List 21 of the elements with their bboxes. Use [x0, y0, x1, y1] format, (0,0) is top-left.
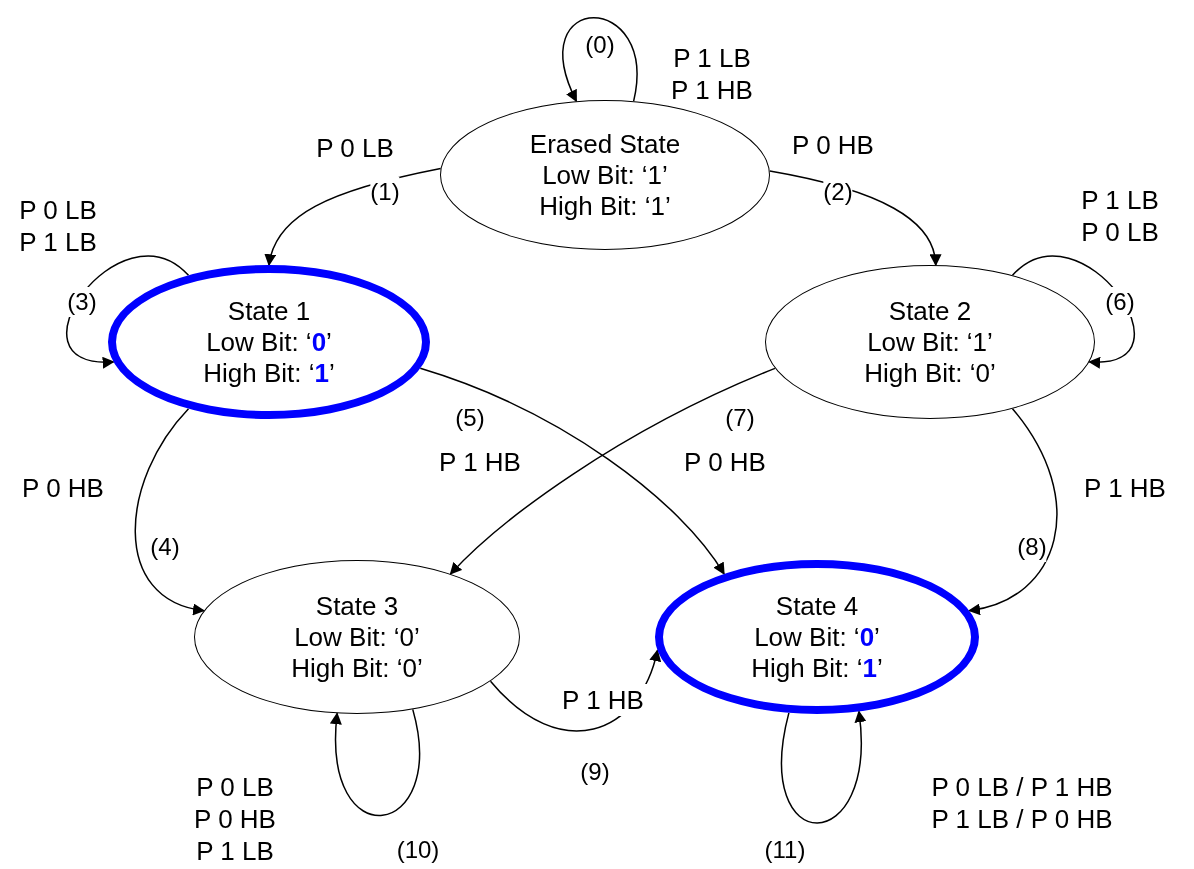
bit-value: High Bit: ‘1’: [539, 190, 671, 222]
state-name: State 1: [227, 295, 311, 327]
state-name: State 4: [775, 590, 859, 622]
bit-value: High Bit: ‘1’: [203, 357, 335, 389]
state-name: State 3: [315, 590, 399, 622]
transition-number: (3): [67, 287, 97, 317]
transition-arrow: [134, 407, 205, 615]
transition-number: (6): [1105, 287, 1135, 317]
transition-number: (1): [370, 177, 400, 207]
bit-value: High Bit: ‘0’: [291, 652, 423, 684]
state-name: State 2: [888, 295, 972, 327]
bit-value: Low Bit: ‘1’: [867, 326, 993, 358]
transition-arrow: [449, 367, 776, 575]
bit-value: High Bit: ‘1’: [751, 652, 883, 684]
bit-value: Low Bit: ‘0’: [754, 621, 880, 653]
bit-value: Low Bit: ‘1’: [542, 159, 668, 191]
bit-value: High Bit: ‘0’: [864, 357, 996, 389]
state-name: Erased State: [529, 128, 681, 160]
transition-arrow: [330, 708, 420, 817]
bit-value: Low Bit: ‘0’: [206, 326, 332, 358]
bit-value: Low Bit: ‘0’: [294, 621, 420, 653]
